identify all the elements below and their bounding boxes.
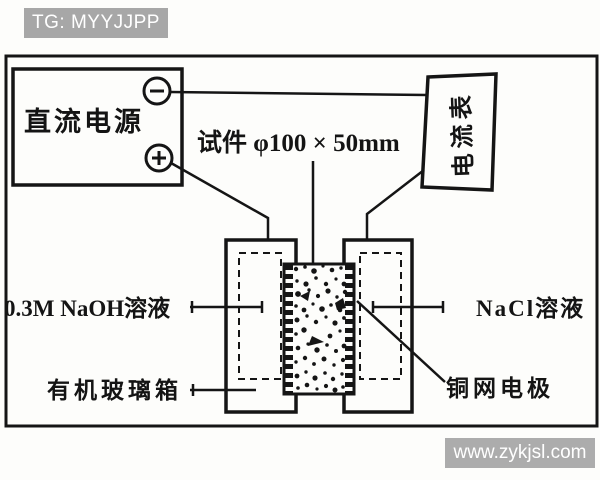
ammeter-box xyxy=(420,72,498,192)
nacl-solution-label: NaCl溶液 xyxy=(476,296,586,321)
top-watermark-banner: TG: MYYJJPP xyxy=(24,8,168,38)
site-watermark: www.zykjsl.com xyxy=(445,438,595,468)
right-solution-dashed-outline xyxy=(359,252,402,380)
minus-terminal-icon xyxy=(142,76,172,106)
naoh-solution-label: 0.3M NaOH溶液 xyxy=(4,296,171,321)
plus-terminal-icon xyxy=(144,143,174,173)
wire-negative-to-ammeter xyxy=(169,90,428,97)
plexiglass-box-label: 有机玻璃箱 xyxy=(47,378,182,403)
ammeter-label: 电流表 xyxy=(448,89,479,178)
power-supply-label: 直流电源 xyxy=(24,107,144,137)
specimen-dimension-label: 试件 φ100 × 50mm xyxy=(197,130,400,157)
diagram-frame xyxy=(4,54,599,428)
leader-lines xyxy=(190,300,446,396)
copper-mesh-electrode-label: 铜网电极 xyxy=(446,376,554,401)
specimen-texture xyxy=(293,264,348,393)
